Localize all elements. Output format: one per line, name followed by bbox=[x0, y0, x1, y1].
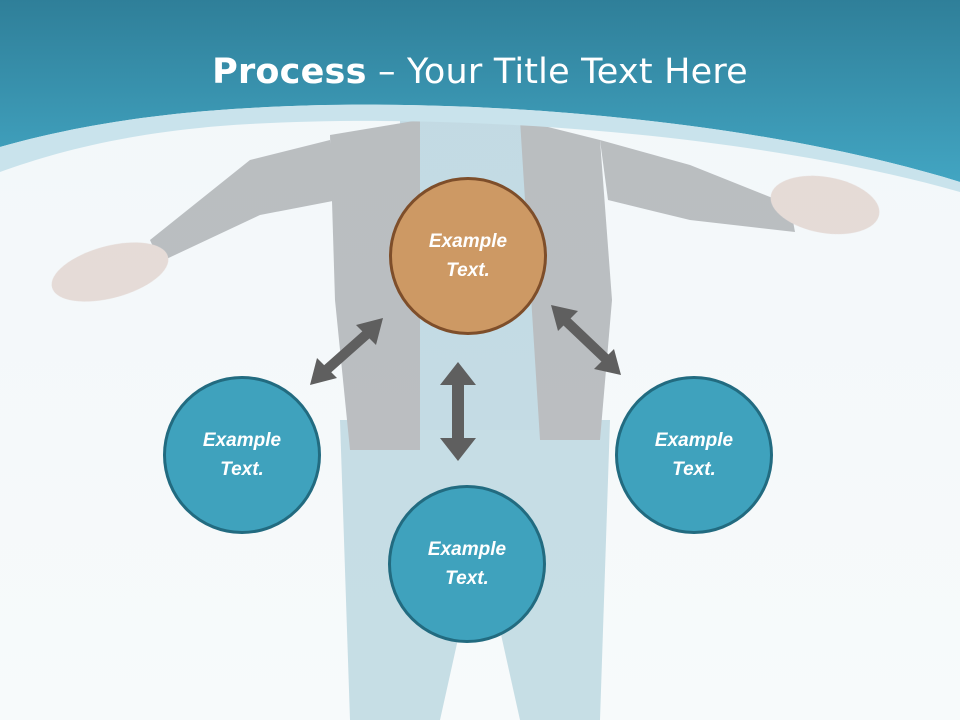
process-node-center: Example Text. bbox=[389, 177, 547, 335]
title-rest: – Your Title Text Here bbox=[366, 52, 748, 92]
node-center-label: Example Text. bbox=[428, 231, 508, 281]
slide-title: Process – Your Title Text Here bbox=[0, 52, 960, 92]
process-node-right: Example Text. bbox=[615, 376, 773, 534]
background-photo bbox=[51, 120, 880, 720]
process-node-left: Example Text. bbox=[163, 376, 321, 534]
node-right-label: Example Text. bbox=[654, 430, 734, 480]
arrow-center-right bbox=[551, 305, 621, 375]
node-bottom-label: Example Text. bbox=[427, 539, 507, 589]
header-swoosh bbox=[0, 104, 960, 192]
arrow-center-bottom bbox=[440, 362, 476, 461]
title-bold: Process bbox=[212, 52, 367, 92]
node-left-label: Example Text. bbox=[202, 430, 282, 480]
header-band bbox=[0, 0, 960, 182]
process-node-bottom: Example Text. bbox=[388, 485, 546, 643]
arrow-center-left bbox=[310, 318, 383, 385]
